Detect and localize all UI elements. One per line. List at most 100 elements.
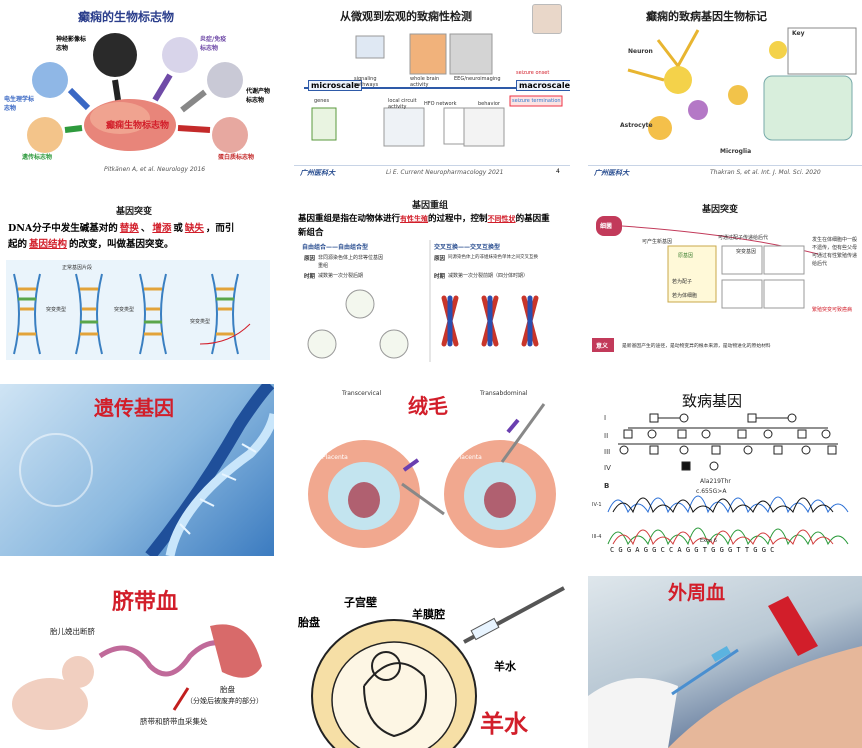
label-mutation-type-3: 突变类型 (190, 319, 211, 325)
label-cancer: 繁殖突变可致癌病 (812, 307, 853, 313)
slide-pathogenic-gene: 致病基因 I II III IV B Ala219Thr c.655G>A IV… (588, 384, 862, 556)
label-local-circuit: local circuit activity (388, 98, 417, 110)
def-text-post: 的基因重 (515, 214, 550, 224)
label-mutation-type-1: 突变类型 (46, 307, 67, 313)
gen-III: III (604, 448, 611, 456)
pedigree-and-chromatogram (607, 413, 849, 546)
mutation-label: Ala219Thr (700, 478, 731, 485)
citation: Li E. Current Neuropharmacology 2021 (386, 169, 504, 176)
right-time-label: 时期 (434, 274, 446, 280)
label-somatic-inheritance: 发生在体细胞中一般不遗传，但有些父母可通过有性繁殖传递给后代 (812, 237, 858, 267)
label-placenta-left: Placenta (322, 454, 348, 461)
track-IV-1: IV-1 (592, 502, 602, 508)
label-pass-via-gamete: 可通过配子传递给后代 (718, 235, 769, 241)
slide-footer: 广州医科大 Li E. Current Neuropharmacology 20… (294, 165, 570, 180)
label-inflammation: 炎症/免疫标志物 (200, 36, 227, 52)
keyword-deletion: 缺失 (184, 223, 204, 234)
slide-genetic-biomarkers: 癫痫的致病基因生物标记 Neuron Astrocyte Microglia K… (588, 0, 862, 180)
label-amniotic-cavity: 羊膜腔 (412, 608, 445, 621)
cell-diagram (627, 27, 857, 141)
cvs-illustration (308, 403, 556, 548)
origin-badge: 细菌 (600, 223, 613, 230)
label-whole-brain: whole brain activity (410, 76, 440, 88)
track-III-4: III-4 (592, 534, 602, 540)
definition-line-1: DNA分子中发生碱基对的替换、增添或缺失，而引 (8, 220, 234, 234)
label-behavior: behavior (478, 101, 500, 107)
slide-title: 脐带血 (112, 590, 179, 615)
left-cause: 非同源染色体上的非等位基因 (318, 255, 384, 261)
label-original-gene: 原基因 (678, 253, 694, 259)
dna-mutation-diagram (6, 260, 270, 360)
page-number: 4 (556, 168, 560, 175)
amniocentesis-illustration (311, 586, 565, 748)
slide-footer: 广州医科大 Thakran S, et al. Int. J. Mol. Sci… (588, 165, 862, 180)
meaning-badge: 意义 (596, 343, 609, 350)
meaning-text: 是新基因产生的途径，是动物变异的根本来源，是动物进化的原始材料 (622, 344, 771, 349)
label-electrophysiology: 电生理学标志物 (4, 96, 35, 112)
label-signaling: signaling pathways (354, 76, 379, 88)
center-label: 癫痫生物标志物 (106, 121, 170, 131)
label-seizure-termination: seizure termination (512, 98, 561, 104)
keyword-different-traits: 不同性状 (487, 214, 516, 223)
chromosome-diagram (307, 240, 539, 362)
slide-genetic-dna: 遗传基因 (0, 384, 274, 556)
label-neuroimaging: 神经影像标志物 (56, 36, 87, 52)
definition-line-1: 基因重组是指在动物体进行有性生殖的过程中，控制不同性状的基因重 (298, 212, 550, 224)
dna-helix-image (19, 384, 274, 556)
label-hfo: HFO network (424, 101, 457, 107)
label-protein: 蛋白质标志物 (218, 154, 255, 161)
slide-amniotic-fluid: 子宫壁 胎盘 羊膜腔 羊水 羊水 (294, 576, 570, 748)
right-heading: 交叉互换——交叉互换型 (434, 244, 501, 251)
macroscale-label: macroscale (516, 80, 570, 91)
def-bold: 动 (357, 214, 367, 224)
label-seizure-onset: seizure onset (516, 70, 550, 76)
def-text-post: 的改变，叫做基因突变。 (69, 239, 174, 250)
label-neuron: Neuron (628, 48, 653, 55)
label-genes: genes (314, 98, 330, 104)
slide-title: 癫痫的致病基因生物标记 (646, 10, 767, 23)
right-cause: 同源染色体上的非姐妹染色单体之间交叉互换 (448, 255, 538, 260)
left-time: 减数第一次分裂后期 (318, 273, 364, 279)
label-discarded: （分娩后被废弃的部分） (186, 697, 263, 705)
slide-epilepsy-biomarkers: 癫痫的生物标志物 癫痫生物标志物 神经影像标志物 炎症/免疫标志物 电生理学标志… (0, 0, 274, 180)
label-uterine-wall: 子宫壁 (344, 596, 377, 609)
slide-title: 外周血 (668, 582, 726, 604)
label-placenta-right: Placenta (456, 454, 482, 461)
cord-blood-illustration (12, 624, 262, 730)
label-if-somatic: 若为体细胞 (672, 293, 698, 299)
keyword-sexual-reproduction: 有性生殖 (400, 214, 429, 223)
label-transcervical: Transcervical (342, 390, 382, 397)
hospital-logo: 广州医科大 (300, 169, 335, 177)
label-eeg: EEG/neuroimaging (454, 76, 501, 82)
slide-gene-recombination: 基因重组 基因重组是指在动物体进行有性生殖的过程中，控制不同性状的基因重 新组合… (294, 194, 570, 366)
microscale-label: microscale (308, 80, 363, 91)
label-placenta: 胎盘 (298, 616, 320, 629)
slide-cord-blood: 脐带血 胎儿娩出断脐 胎盘 （分娩后被废弃的部分） 脐带和脐带血采集处 (0, 576, 274, 748)
slide-title: 致病基因 (682, 392, 743, 410)
def-text-mid: 物体进行 (366, 214, 401, 224)
variant-label: c.655G>A (696, 488, 727, 495)
label-normal-segment: 正常基因片段 (62, 265, 93, 271)
def-text: 基因重组是指在 (298, 214, 358, 224)
citation: Thakran S, et al. Int. J. Mol. Sci. 2020 (710, 169, 821, 176)
slide-chorionic-villus: 绒毛 Transcervical Transabdominal Placenta… (294, 384, 570, 556)
gen-IV: IV (604, 464, 611, 472)
left-heading: 自由组合——自由组合型 (302, 244, 369, 251)
keyword-gene-structure: 基因结构 (29, 239, 68, 250)
gen-II: II (604, 432, 609, 440)
definition-line-2: 新组合 (298, 228, 324, 238)
exon-label: Exon 6 (700, 538, 717, 544)
slide-mutation-meaning: 基因突变 细菌 可产生新基因 可通过配子传递给后代 原基因 突变基因 若为配子 … (588, 194, 862, 366)
slide-title: 绒毛 (408, 394, 448, 418)
keyword-insertion: 增添 (152, 223, 172, 234)
label-astrocyte: Astrocyte (620, 122, 653, 129)
label-cord-cut: 胎儿娩出断脐 (50, 627, 95, 636)
label-mutant-gene: 突变基因 (736, 249, 757, 255)
label-amniotic-fluid: 羊水 (494, 660, 516, 673)
citation: Pitkänen A, et al. Neurology 2016 (104, 166, 206, 173)
slide-gene-mutation: 基因突变 DNA分子中发生碱基对的替换、增添或缺失，而引 起的基因结构的改变，叫… (0, 194, 274, 366)
blood-draw-photo (588, 596, 862, 748)
slide-title: 基因突变 (116, 207, 153, 217)
label-microglia: Microglia (720, 148, 752, 155)
def-text-mid2: 的过程中，控制 (428, 214, 488, 224)
